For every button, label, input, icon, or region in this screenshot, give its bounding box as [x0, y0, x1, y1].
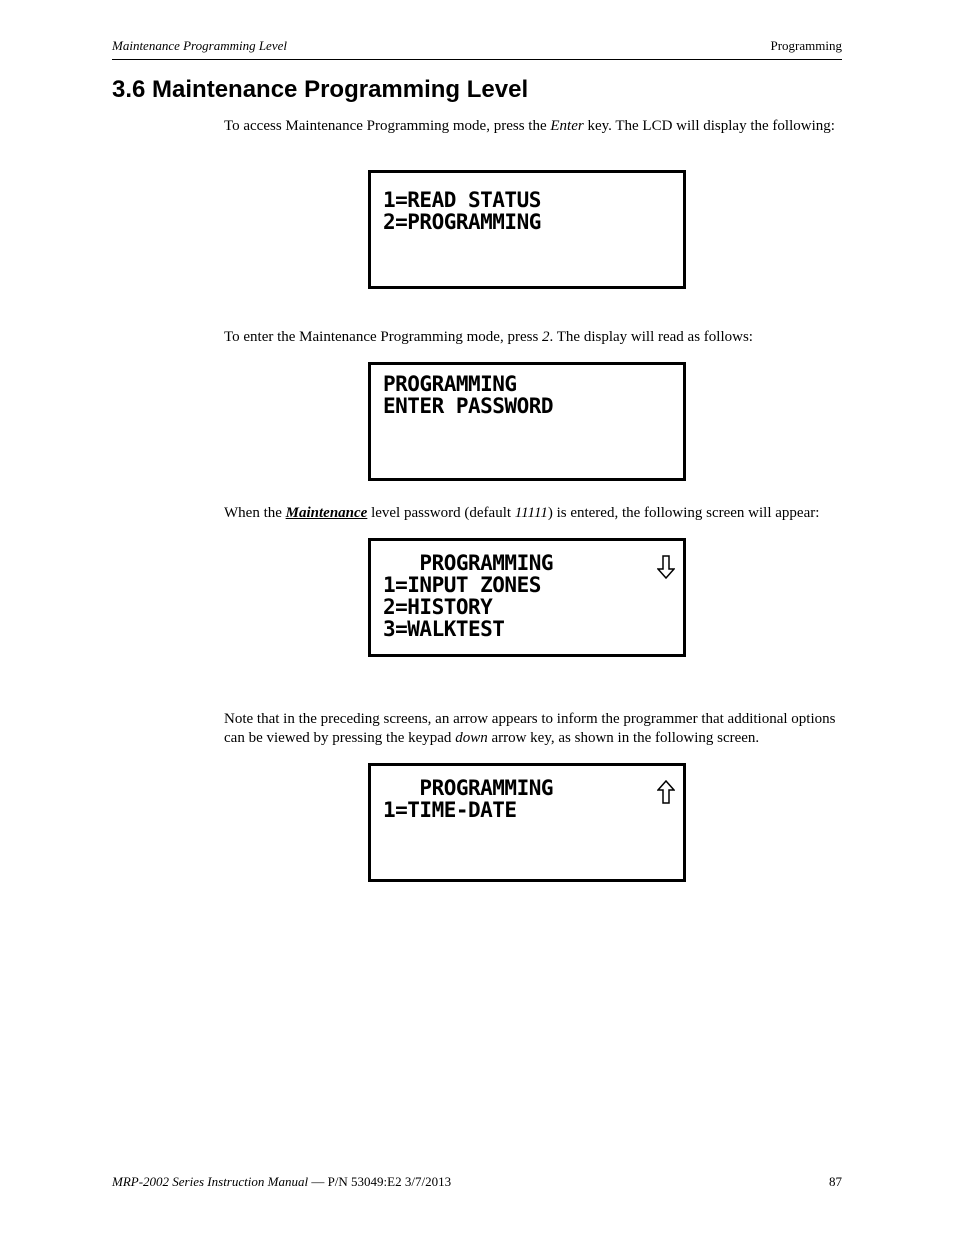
header-rule: [112, 59, 842, 60]
page-number: 87: [829, 1174, 842, 1189]
lcd-line: 1=READ STATUS: [383, 188, 541, 212]
lcd-line: 3=WALKTEST: [383, 617, 505, 641]
lcd-line: PROGRAMMING: [383, 551, 554, 575]
lcd-line: PROGRAMMING: [383, 776, 554, 800]
arrow-note-paragraph: Note that in the preceding screens, an a…: [224, 711, 836, 746]
lcd-line: PROGRAMMING: [383, 372, 517, 396]
lcd-screen-programming-menu-page2: PROGRAMMING 1=TIME-DATE: [368, 763, 686, 882]
up-arrow-icon: [657, 780, 675, 804]
lcd-screen-main-menu: 1=READ STATUS 2=PROGRAMMING: [368, 170, 686, 289]
intro-paragraph: To access Maintenance Programming mode, …: [224, 118, 835, 134]
lcd-line: 2=HISTORY: [383, 595, 493, 619]
lcd-screen-programming-menu: PROGRAMMING 1=INPUT ZONES 2=HISTORY 3=WA…: [368, 538, 686, 657]
header-chapter-title: Maintenance Programming Level: [112, 38, 287, 53]
key-ref: 2: [542, 329, 550, 345]
default-password: 11111: [514, 505, 548, 521]
down-arrow-icon: [657, 555, 675, 579]
lcd-screen-password: PROGRAMMING ENTER PASSWORD: [368, 362, 686, 481]
password-paragraph: When the Maintenance level password (def…: [224, 505, 820, 521]
footer-manual-info: MRP-2002 Series Instruction Manual — P/N…: [112, 1174, 452, 1189]
enter-programming-paragraph: To enter the Maintenance Programming mod…: [224, 329, 753, 345]
lcd-line: 1=TIME-DATE: [383, 798, 517, 822]
header-section-name: Programming: [770, 38, 843, 53]
maintenance-level-ref: Maintenance: [285, 505, 368, 521]
lcd-line: 1=INPUT ZONES: [383, 573, 541, 597]
down-key-ref: down: [455, 730, 488, 746]
enter-key-ref: Enter: [550, 118, 584, 134]
lcd-line: ENTER PASSWORD: [383, 394, 554, 418]
lcd-line: 2=PROGRAMMING: [383, 210, 541, 234]
section-title: 3.6 Maintenance Programming Level: [112, 76, 529, 103]
